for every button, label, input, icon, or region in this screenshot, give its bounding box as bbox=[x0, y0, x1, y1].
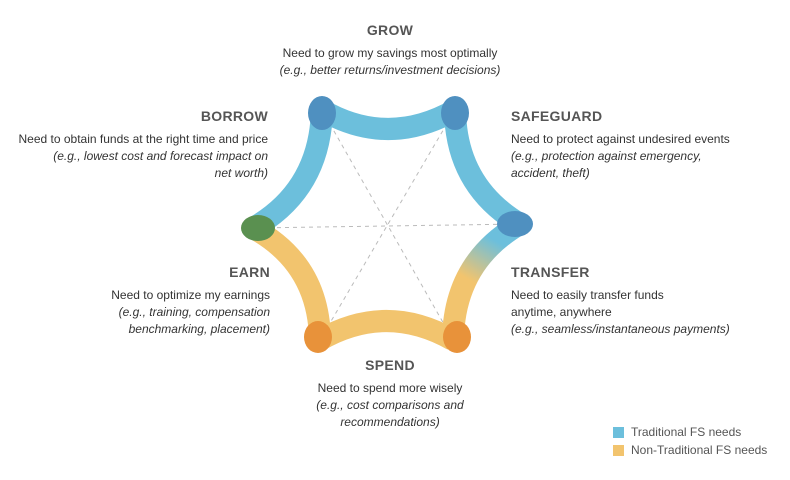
need-desc: Need to protect against undesired events bbox=[511, 132, 730, 146]
need-example: net worth) bbox=[214, 166, 268, 180]
need-desc: Need to optimize my earnings bbox=[111, 288, 270, 302]
dashed-line bbox=[252, 223, 521, 229]
legend-item-non-traditional: Non-Traditional FS needs bbox=[613, 441, 767, 459]
need-title: SAFEGUARD bbox=[511, 108, 603, 124]
need-example: benchmarking, placement) bbox=[128, 322, 270, 336]
legend-label: Non-Traditional FS needs bbox=[631, 443, 768, 457]
need-desc: Need to spend more wisely bbox=[317, 381, 463, 395]
dashed-line bbox=[319, 109, 456, 341]
need-title: SPEND bbox=[365, 357, 415, 373]
need-transfer: TRANSFER Need to easily transfer funds a… bbox=[511, 264, 781, 338]
node-spend-earn bbox=[304, 321, 332, 353]
need-example: (e.g., training, compensation bbox=[118, 305, 270, 319]
need-example: accident, theft) bbox=[511, 166, 590, 180]
legend-swatch bbox=[613, 426, 624, 438]
arc-grow bbox=[316, 100, 461, 140]
need-example: (e.g., better returns/investment decisio… bbox=[279, 63, 501, 77]
node-grow-safeguard bbox=[441, 96, 469, 130]
need-example: (e.g., protection against emergency, bbox=[511, 149, 702, 163]
need-example: (e.g., seamless/instantaneous payments) bbox=[511, 322, 730, 336]
legend-swatch bbox=[613, 444, 624, 456]
legend-label: Traditional FS needs bbox=[631, 425, 742, 439]
legend: Traditional FS needs Non-Traditional FS … bbox=[613, 423, 767, 459]
dashed-line bbox=[321, 109, 454, 341]
need-earn: EARN Need to optimize my earnings (e.g.,… bbox=[60, 264, 270, 338]
need-desc: Need to grow my savings most optimally bbox=[282, 46, 498, 60]
need-title: BORROW bbox=[200, 108, 268, 124]
need-title: GROW bbox=[366, 22, 414, 38]
node-borrow-grow bbox=[308, 96, 336, 130]
need-safeguard: SAFEGUARD Need to protect against undesi… bbox=[511, 108, 781, 182]
need-desc: Need to obtain funds at the right time a… bbox=[18, 132, 269, 146]
arc-spend bbox=[314, 310, 459, 350]
need-title: EARN bbox=[229, 264, 270, 280]
need-example: recommendations) bbox=[340, 415, 440, 429]
need-desc: anytime, anywhere bbox=[511, 305, 612, 319]
node-safeguard-transfer bbox=[497, 211, 533, 237]
need-example: (e.g., cost comparisons and bbox=[316, 398, 464, 412]
need-title: TRANSFER bbox=[511, 264, 590, 280]
need-borrow: BORROW Need to obtain funds at the right… bbox=[0, 108, 269, 182]
node-transfer-spend bbox=[443, 321, 471, 353]
dashed-lines bbox=[252, 109, 521, 341]
need-desc: Need to easily transfer funds bbox=[511, 288, 664, 302]
need-spend: SPEND Need to spend more wisely (e.g., c… bbox=[270, 357, 510, 431]
need-example: (e.g., lowest cost and forecast impact o… bbox=[53, 149, 268, 163]
legend-item-traditional: Traditional FS needs bbox=[613, 423, 767, 441]
node-earn-borrow bbox=[241, 215, 275, 241]
need-grow: GROW Need to grow my savings most optima… bbox=[240, 22, 540, 79]
